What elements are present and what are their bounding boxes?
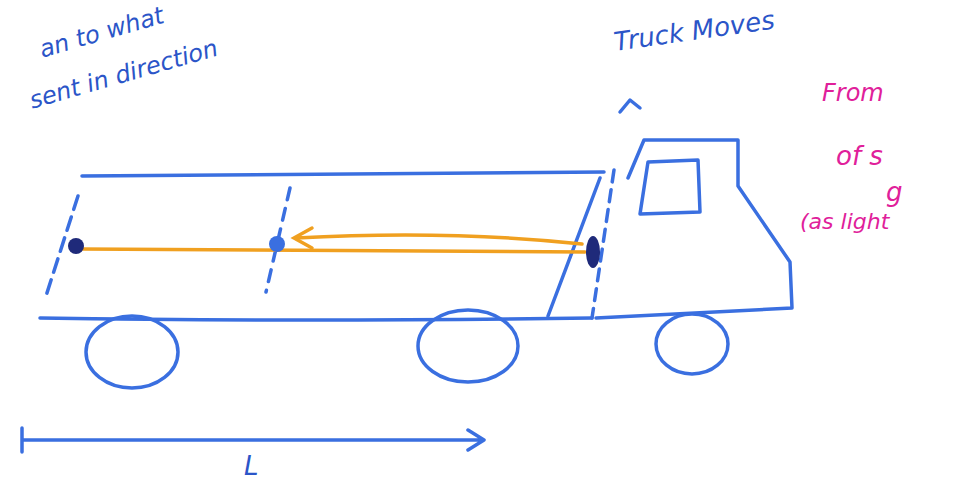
rear-dot [68, 238, 84, 254]
wheel [418, 310, 518, 382]
light-arrow [296, 235, 582, 244]
middle-marker [266, 188, 290, 292]
truck-cab [596, 140, 792, 318]
note-text: of s [836, 142, 883, 171]
length-dimension [22, 428, 484, 452]
note-text: From [822, 80, 884, 106]
cab-window [640, 160, 700, 214]
note-text: g [886, 178, 903, 207]
front-source [586, 236, 600, 268]
arrow-head [294, 228, 312, 248]
truck-label: Truck Moves [612, 6, 776, 57]
light-path [80, 249, 585, 252]
wheel [656, 314, 728, 374]
length-label: L [244, 452, 259, 481]
note-text: (as light [800, 210, 889, 234]
trailer-top [82, 172, 604, 176]
middle-dot [269, 236, 285, 252]
wheel [86, 316, 178, 388]
trailer-front [548, 178, 600, 316]
pointer-tick [620, 100, 640, 112]
